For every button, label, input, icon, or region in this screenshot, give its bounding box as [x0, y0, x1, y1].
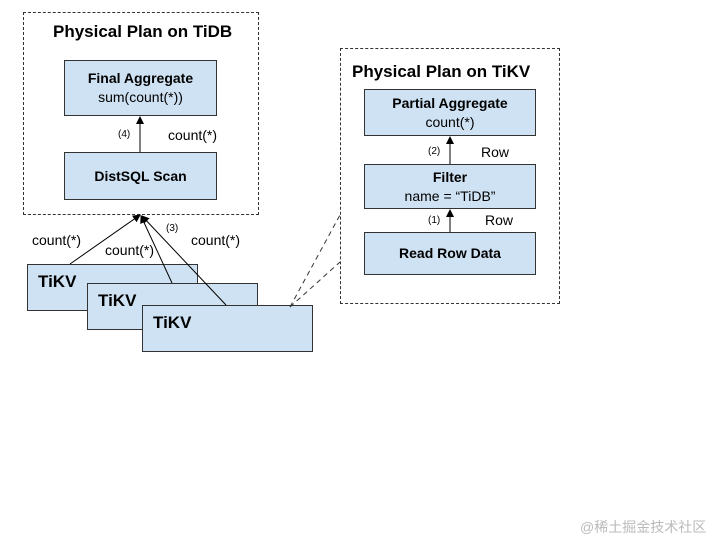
read-to-filter-label: Row — [485, 212, 514, 228]
tikv-plan-title: Physical Plan on TiKV — [352, 62, 531, 81]
tikv-node-2-label: TiKV — [98, 291, 137, 310]
read-row-data-name: Read Row Data — [399, 245, 501, 261]
distsql-scan-node: DistSQL Scan — [64, 152, 217, 200]
read-row-data-node: Read Row Data — [364, 232, 536, 275]
step-4-label: (4) — [118, 129, 131, 140]
filter-expr: name = “TiDB” — [404, 187, 496, 204]
tidb-plan-frame — [23, 12, 259, 215]
filter-node: Filter name = “TiDB” — [364, 164, 536, 209]
callout-line-bottom — [289, 261, 341, 308]
partial-aggregate-expr: count(*) — [425, 113, 475, 130]
filter-to-partial-label: Row — [481, 144, 510, 160]
distsql-scan-name: DistSQL Scan — [94, 167, 187, 184]
final-aggregate-name: Final Aggregate — [87, 70, 194, 86]
partial-aggregate-name: Partial Aggregate — [392, 94, 508, 111]
step-1-label: (1) — [428, 215, 441, 226]
callout-line-top — [289, 214, 341, 308]
partial-aggregate-node: Partial Aggregate count(*) — [364, 89, 536, 136]
step-3-label: (3) — [166, 223, 179, 234]
final-aggregate-node: Final Aggregate sum(count(*)) — [64, 60, 217, 116]
watermark: @稀土掘金技术社区 — [580, 519, 707, 535]
tikv-plan-frame — [340, 48, 560, 304]
tikv-node-3-label: TiKV — [153, 313, 192, 332]
final-aggregate-expr: sum(count(*)) — [98, 89, 183, 105]
tikv-edge-label-1: count(*) — [32, 232, 82, 248]
tikv-edge-label-3: count(*) — [191, 232, 241, 248]
tidb-plan-title: Physical Plan on TiDB — [53, 22, 233, 41]
step-2-label: (2) — [428, 146, 441, 157]
tikv-node-1-label: TiKV — [38, 272, 77, 291]
arrow-tikv3-to-scan — [141, 215, 227, 306]
tikv-node-3: TiKV — [142, 305, 313, 352]
scan-to-final-label: count(*) — [168, 127, 218, 143]
arrow-tikv2-to-scan — [140, 215, 173, 284]
tikv-edge-label-2: count(*) — [105, 242, 155, 258]
arrow-tikv1-to-scan — [69, 214, 141, 265]
filter-name: Filter — [432, 168, 468, 185]
